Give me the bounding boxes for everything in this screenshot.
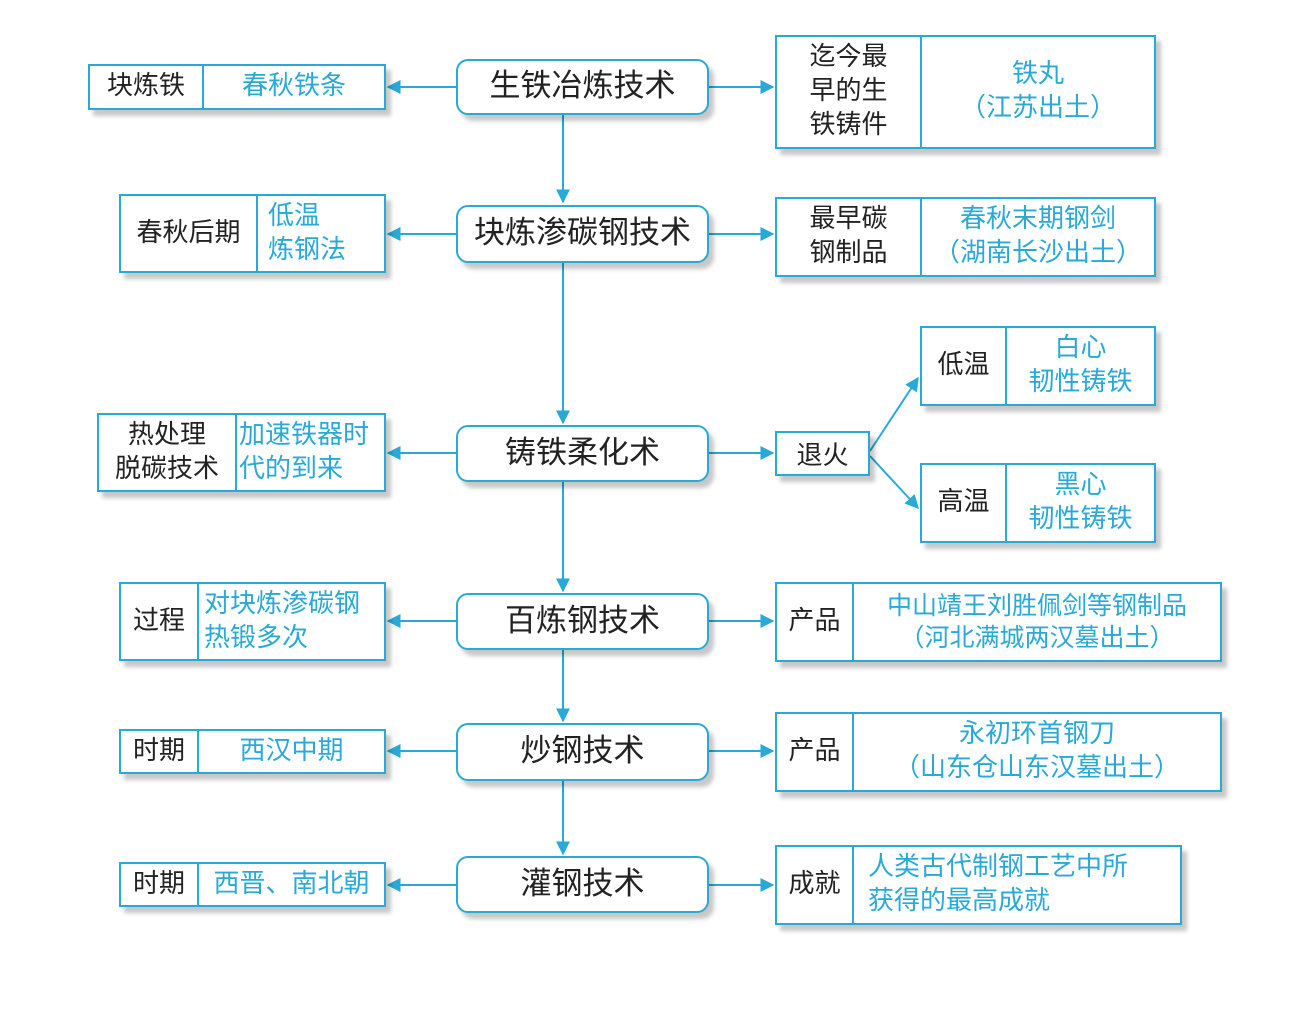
right-box-high-temp-value: 黑心 韧性铸铁 xyxy=(1028,470,1133,534)
right-box-1: 迄今最 早的生 铁铸件 铁丸 （江苏出土） xyxy=(775,35,1156,149)
right-box-low-temp: 低温 白心 韧性铸铁 xyxy=(920,326,1156,406)
left-box-3: 热处理 脱碳技术 加速铁器时 代的到来 xyxy=(97,413,386,492)
right-box-high-temp: 高温 黑心 韧性铸铁 xyxy=(920,463,1156,543)
right-box-4-value: 中山靖王刘胜佩剑等钢制品 （河北满城两汉墓出土） xyxy=(886,590,1187,653)
right-box-4-key: 产品 xyxy=(777,584,854,660)
right-box-2-key: 最早碳 钢制品 xyxy=(777,199,922,275)
node-co-fusion-steel: 灌钢技术 xyxy=(456,856,709,913)
left-box-3-value: 加速铁器时 代的到来 xyxy=(239,419,370,484)
right-box-2: 最早碳 钢制品 春秋末期钢剑 （湖南长沙出土） xyxy=(775,197,1156,277)
left-box-5-value: 西汉中期 xyxy=(239,735,344,766)
node-puddling-steel: 炒钢技术 xyxy=(456,723,709,781)
edge-r3-r3a xyxy=(869,376,919,452)
left-box-3-key: 热处理 脱碳技术 xyxy=(99,415,237,490)
right-box-5-value: 永初环首钢刀 （山东仓山东汉墓出土） xyxy=(893,719,1180,783)
left-box-2-key: 春秋后期 xyxy=(121,196,258,271)
node-bloomery-carburized-steel: 块炼渗碳钢技术 xyxy=(456,205,709,263)
right-box-annealing: 退火 xyxy=(775,431,870,476)
right-box-5-key: 产品 xyxy=(777,714,854,790)
left-box-2-value: 低温 炼钢法 xyxy=(268,200,347,265)
node-cast-iron-softening: 铸铁柔化术 xyxy=(456,425,709,482)
right-box-6-value: 人类古代制钢工艺中所 获得的最高成就 xyxy=(868,852,1129,916)
left-box-1: 块炼铁 春秋铁条 xyxy=(88,64,386,110)
right-box-low-temp-key: 低温 xyxy=(922,328,1007,404)
right-box-1-value: 铁丸 （江苏出土） xyxy=(959,59,1116,123)
left-box-5: 时期 西汉中期 xyxy=(119,729,386,774)
right-box-4: 产品 中山靖王刘胜佩剑等钢制品 （河北满城两汉墓出土） xyxy=(775,582,1222,662)
left-box-4-value: 对块炼渗碳钢 热锻多次 xyxy=(204,588,361,653)
left-box-5-key: 时期 xyxy=(121,731,199,772)
right-box-5: 产品 永初环首钢刀 （山东仓山东汉墓出土） xyxy=(775,712,1222,792)
edge-r3-r3b xyxy=(869,455,919,510)
node-hundred-refined-steel: 百炼钢技术 xyxy=(456,593,709,650)
left-box-4-key: 过程 xyxy=(121,584,199,659)
right-box-high-temp-key: 高温 xyxy=(922,465,1007,541)
left-box-6-value: 西晋、南北朝 xyxy=(213,868,370,899)
node-pig-iron-smelting: 生铁冶炼技术 xyxy=(456,59,709,115)
right-box-2-value: 春秋末期钢剑 （湖南长沙出土） xyxy=(933,204,1142,268)
right-box-1-key: 迄今最 早的生 铁铸件 xyxy=(777,37,922,147)
right-box-6-key: 成就 xyxy=(777,847,854,923)
left-box-4: 过程 对块炼渗碳钢 热锻多次 xyxy=(119,582,386,661)
left-box-1-value: 春秋铁条 xyxy=(241,71,346,102)
left-box-1-key: 块炼铁 xyxy=(90,66,204,108)
left-box-6-key: 时期 xyxy=(121,864,199,905)
left-box-2: 春秋后期 低温 炼钢法 xyxy=(119,194,386,273)
right-box-low-temp-value: 白心 韧性铸铁 xyxy=(1028,333,1133,397)
left-box-6: 时期 西晋、南北朝 xyxy=(119,862,386,907)
right-box-6: 成就 人类古代制钢工艺中所 获得的最高成就 xyxy=(775,845,1182,925)
